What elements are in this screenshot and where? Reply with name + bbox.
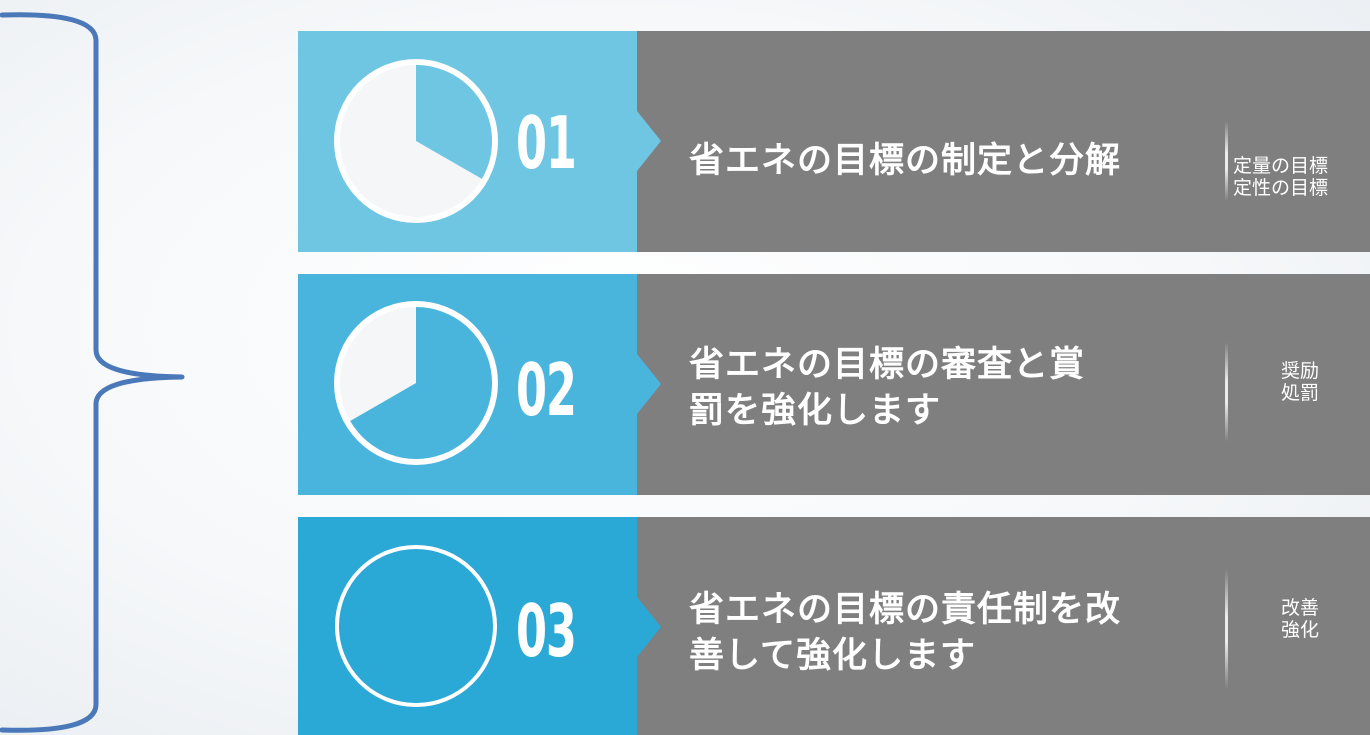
- step-number: 03: [516, 589, 577, 673]
- step-number: 01: [516, 101, 577, 185]
- pie-progress-icon: [334, 59, 498, 223]
- step-content-panel: 省エネの目標の審査と賞 罰を強化します 奨励 処罰: [637, 274, 1370, 495]
- step-content-panel: 省エネの目標の責任制を改 善して強化します 改善 強化: [637, 517, 1370, 735]
- step-title: 省エネの目標の責任制を改 善して強化します: [689, 590, 1122, 676]
- step-content-panel: 省エネの目標の制定と分解 定量の目標 定性の目標: [637, 31, 1370, 252]
- step-notes: 改善 強化: [1281, 597, 1320, 641]
- step-accent-panel: 01: [298, 31, 637, 252]
- step-number: 02: [516, 348, 577, 432]
- step-row-1: 01 省エネの目標の制定と分解 定量の目標 定性の目標: [298, 31, 1370, 252]
- step-accent-panel: 02: [298, 274, 637, 495]
- divider: [1225, 121, 1228, 201]
- step-notes: 奨励 処罰: [1281, 360, 1320, 404]
- divider: [1225, 569, 1228, 689]
- step-title: 省エネの目標の制定と分解: [689, 141, 1122, 181]
- step-row-2: 02 省エネの目標の審査と賞 罰を強化します 奨励 処罰: [298, 274, 1370, 495]
- step-row-3: 03 省エネの目標の責任制を改 善して強化します 改善 強化: [298, 517, 1370, 735]
- pie-progress-icon: [335, 545, 497, 707]
- curly-brace-icon: [0, 12, 185, 733]
- step-title: 省エネの目標の審査と賞 罰を強化します: [689, 345, 1086, 431]
- chevron-right-icon: [637, 597, 661, 657]
- divider: [1225, 342, 1228, 442]
- step-accent-panel: 03: [298, 517, 637, 735]
- step-notes: 定量の目標 定性の目標: [1233, 155, 1329, 199]
- chevron-right-icon: [637, 354, 661, 414]
- chevron-right-icon: [637, 111, 661, 171]
- pie-progress-icon: [334, 301, 498, 465]
